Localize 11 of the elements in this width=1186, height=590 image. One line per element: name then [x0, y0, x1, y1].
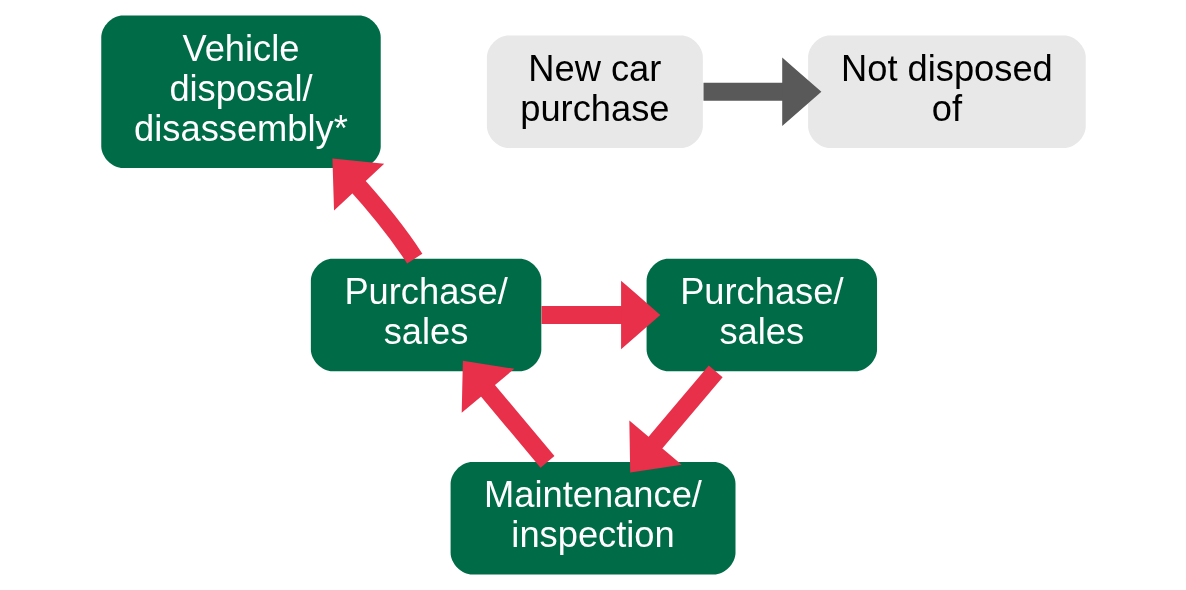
node-box: Purchase/ sales [646, 258, 877, 372]
arrow [628, 365, 723, 473]
arrow [703, 57, 821, 127]
node-box: Vehicle disposal/ disassembly* [100, 15, 381, 168]
arrow [331, 158, 422, 264]
node-box: Purchase/ sales [310, 258, 541, 372]
node-box: Maintenance/ inspection [450, 461, 735, 575]
arrow [541, 280, 660, 350]
arrow [461, 360, 554, 468]
node-box: New car purchase [486, 35, 703, 148]
node-box: Not disposed of [807, 35, 1086, 148]
